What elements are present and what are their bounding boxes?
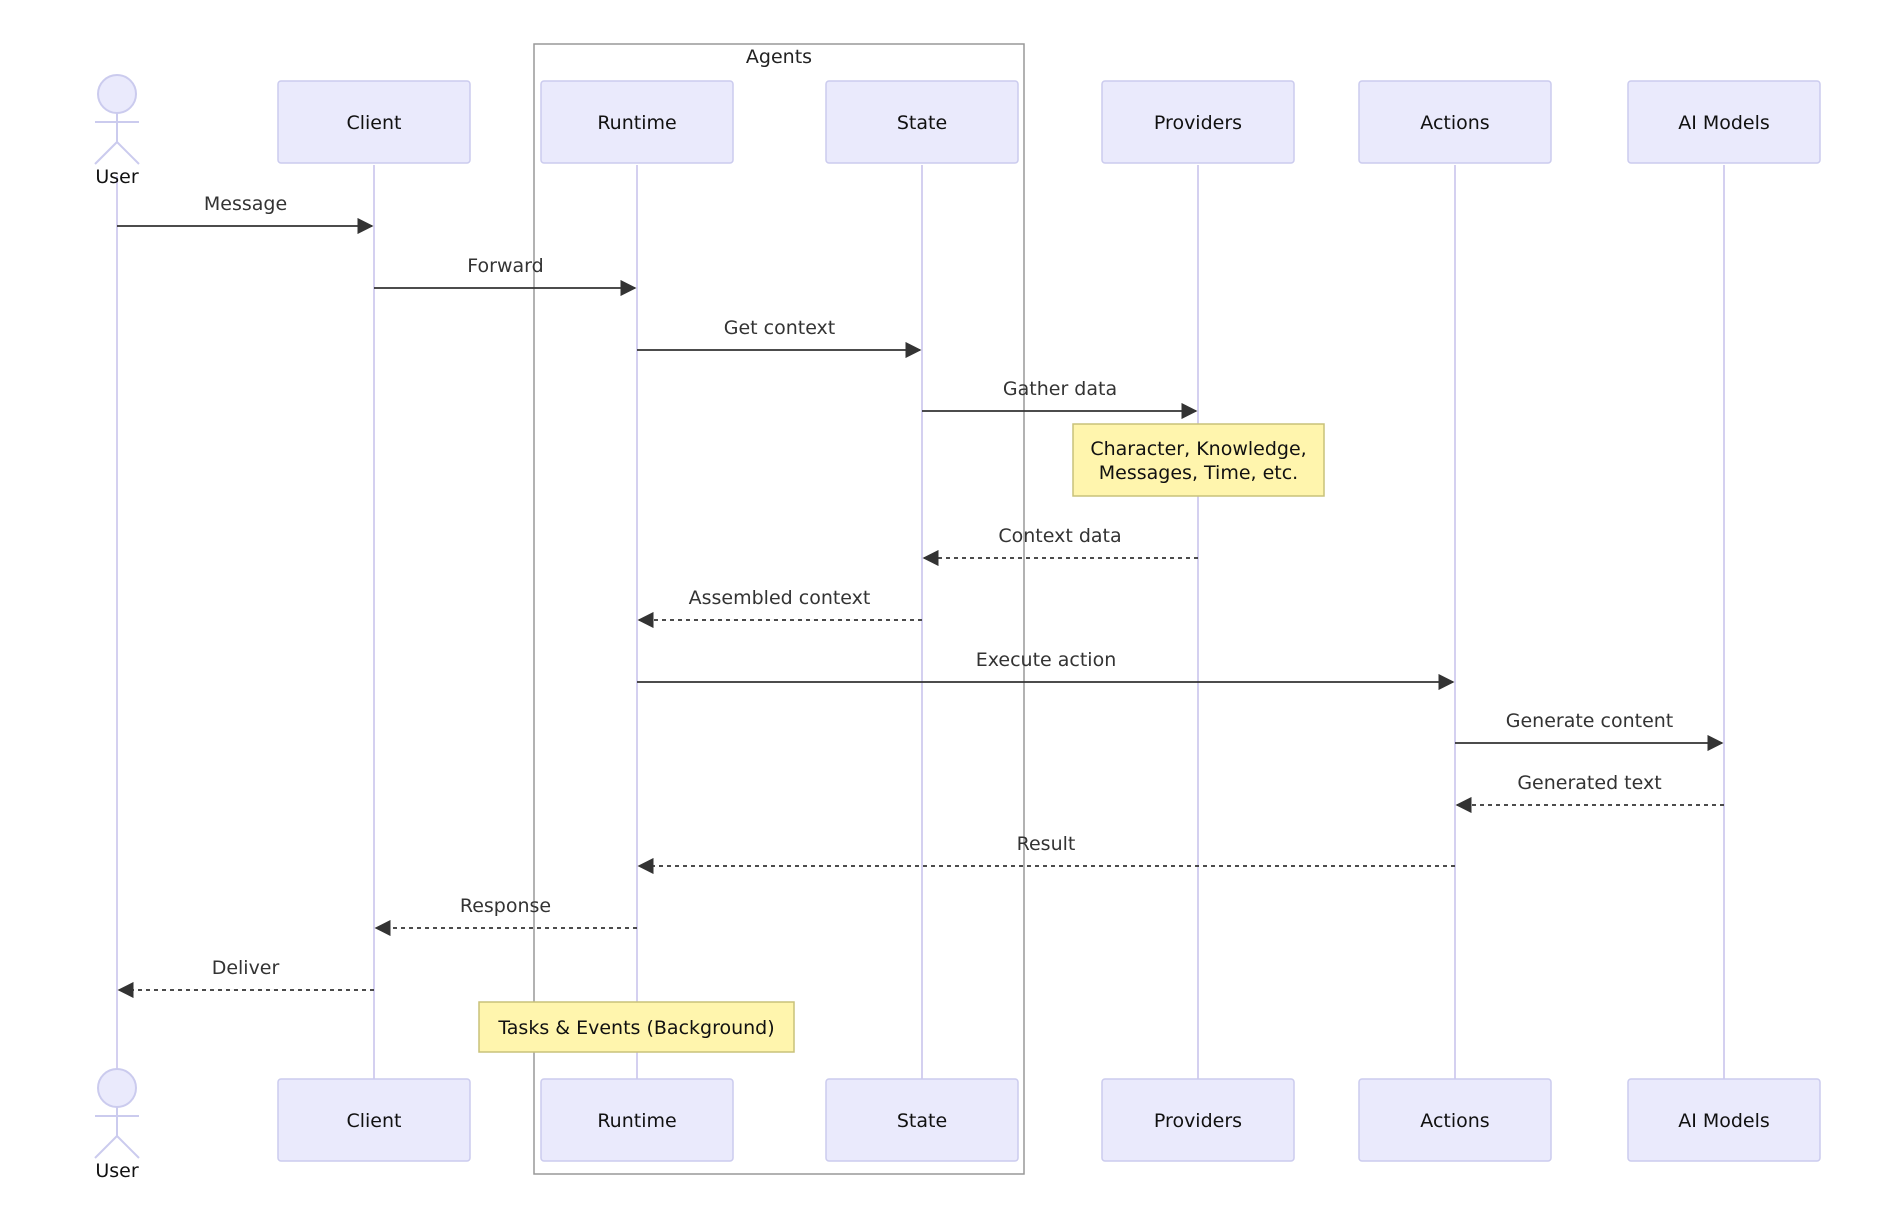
participant-label: Providers	[1154, 112, 1242, 134]
message-label: Response	[460, 895, 551, 917]
participant-box	[540, 80, 734, 164]
participant-label: User	[95, 1160, 138, 1182]
group-frame	[533, 43, 1025, 1175]
note-text: Tasks & Events (Background)	[497, 1017, 774, 1039]
group-agents: Agents	[533, 43, 1025, 1175]
participant-label: AI Models	[1678, 112, 1770, 134]
participant-label: Runtime	[597, 112, 676, 134]
note-providers: Character, Knowledge,Messages, Time, etc…	[1072, 423, 1325, 497]
participant-top-state: State	[825, 80, 1019, 164]
note-text: Character, Knowledge,	[1090, 438, 1306, 460]
participant-label: Actions	[1420, 1110, 1489, 1132]
participant-box	[1358, 80, 1552, 164]
notes: Character, Knowledge,Messages, Time, etc…	[478, 423, 1325, 1053]
message-4: Gather data	[922, 378, 1198, 420]
participant-bottom-actions: Actions	[1358, 1078, 1552, 1162]
actor-icon	[94, 1068, 140, 1159]
message-7: Execute action	[637, 649, 1455, 691]
message-label: Assembled context	[689, 587, 871, 609]
message-5: Context data	[922, 525, 1198, 567]
participant-label: Providers	[1154, 1110, 1242, 1132]
participant-bottom-runtime: Runtime	[540, 1078, 734, 1162]
message-12: Deliver	[117, 957, 374, 999]
note-box	[478, 1001, 795, 1053]
participants-top: User Client Runtime State Providers Actions AI…	[94, 74, 1821, 188]
participant-box	[1101, 1078, 1295, 1162]
participant-label: Actions	[1420, 112, 1489, 134]
participant-top-actions: Actions	[1358, 80, 1552, 164]
participant-label: User	[95, 166, 138, 188]
note-runtime: Tasks & Events (Background)	[478, 1001, 795, 1053]
participant-box	[277, 80, 471, 164]
participant-box	[1627, 80, 1821, 164]
message-1: Message	[117, 193, 374, 235]
group-label: Agents	[746, 46, 812, 68]
participant-top-client: Client	[277, 80, 471, 164]
message-label: Message	[204, 193, 287, 215]
participant-box	[825, 1078, 1019, 1162]
message-label: Get context	[724, 317, 836, 339]
participant-top-runtime: Runtime	[540, 80, 734, 164]
message-label: Context data	[998, 525, 1121, 547]
participants-bottom: User Client Runtime State Providers Actions AI…	[94, 1068, 1821, 1182]
participant-bottom-providers: Providers	[1101, 1078, 1295, 1162]
message-6: Assembled context	[637, 587, 922, 629]
note-box	[1072, 423, 1325, 497]
participant-bottom-ai: AI Models	[1627, 1078, 1821, 1162]
participant-bottom-state: State	[825, 1078, 1019, 1162]
message-9: Generated text	[1455, 772, 1724, 814]
participant-label: Runtime	[597, 1110, 676, 1132]
participant-top-providers: Providers	[1101, 80, 1295, 164]
message-2: Forward	[374, 255, 637, 297]
actor-icon	[94, 74, 140, 165]
participant-box	[1627, 1078, 1821, 1162]
message-8: Generate content	[1455, 710, 1724, 752]
message-3: Get context	[637, 317, 922, 359]
message-label: Execute action	[976, 649, 1117, 671]
participant-bottom-client: Client	[277, 1078, 471, 1162]
message-label: Deliver	[212, 957, 280, 979]
participant-box	[825, 80, 1019, 164]
participant-box	[1101, 80, 1295, 164]
participant-label: AI Models	[1678, 1110, 1770, 1132]
participant-label: State	[897, 1110, 947, 1132]
message-label: Forward	[467, 255, 543, 277]
message-label: Gather data	[1003, 378, 1117, 400]
participant-label: Client	[346, 1110, 401, 1132]
note-text: Messages, Time, etc.	[1099, 462, 1298, 484]
message-label: Generated text	[1517, 772, 1661, 794]
message-10: Result	[637, 833, 1455, 875]
participant-label: Client	[346, 112, 401, 134]
participant-top-ai: AI Models	[1627, 80, 1821, 164]
lifelines	[116, 165, 1725, 1079]
message-label: Result	[1017, 833, 1076, 855]
participant-top-user: User	[94, 74, 140, 188]
participant-box	[277, 1078, 471, 1162]
message-11: Response	[374, 895, 637, 937]
participant-bottom-user: User	[94, 1068, 140, 1182]
participant-box	[1358, 1078, 1552, 1162]
message-label: Generate content	[1506, 710, 1674, 732]
participant-label: State	[897, 112, 947, 134]
participant-box	[540, 1078, 734, 1162]
